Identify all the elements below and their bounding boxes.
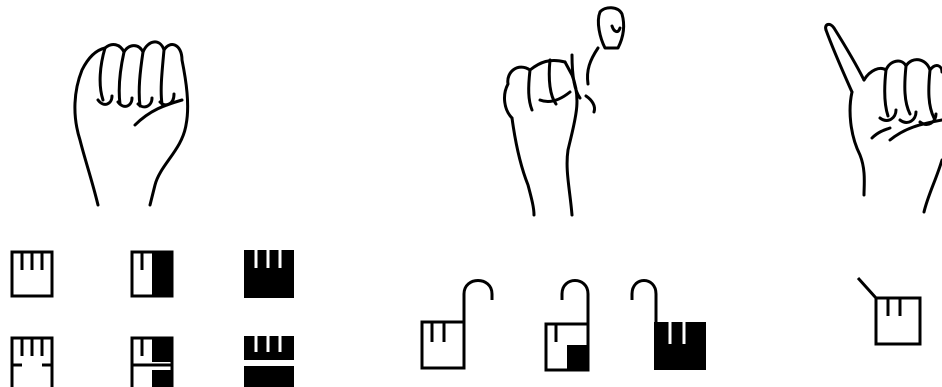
filled-box-symbol: [244, 250, 294, 298]
hooked-half-filled-box-symbol: [546, 281, 588, 371]
open-top-box-symbol: [12, 252, 52, 296]
half-filled-open-box-symbol: [132, 338, 172, 387]
diagonal-stem-box-symbol: [858, 278, 920, 344]
closed-fist-hand: [75, 42, 188, 205]
hooked-filled-box-symbol: [632, 281, 706, 371]
figure-index: [400, 0, 720, 387]
half-filled-box-symbol: [132, 252, 172, 296]
hooked-box-symbol: [422, 281, 492, 369]
figure-fist: [0, 0, 330, 387]
index-finger-up-hand: [505, 8, 624, 215]
thumb-out-hand: [826, 24, 942, 212]
banded-filled-box-symbol: [244, 336, 294, 387]
figure-thumb: [800, 0, 942, 387]
open-bottom-box-symbol: [12, 338, 52, 387]
